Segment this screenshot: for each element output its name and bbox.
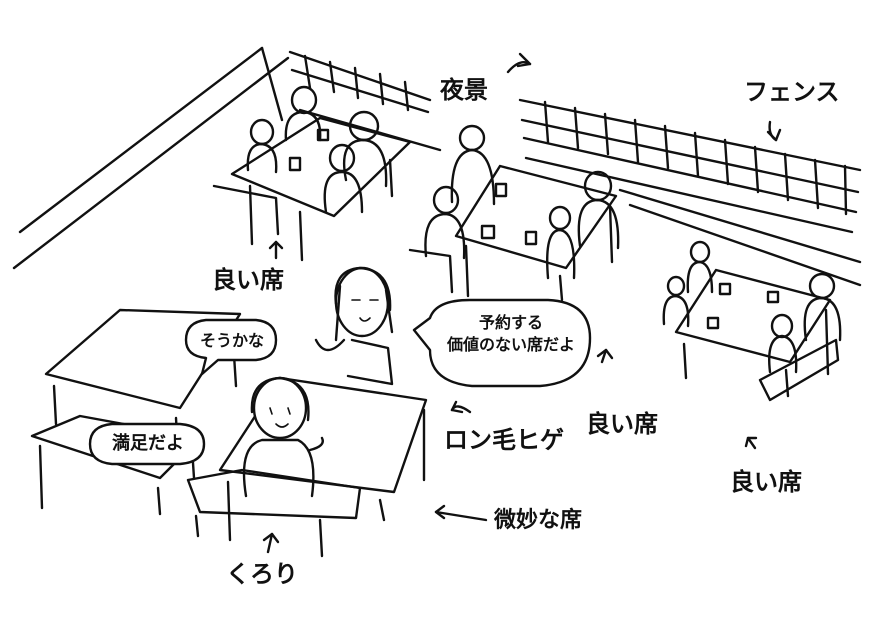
label-good-seat-left: 良い席	[212, 266, 284, 294]
bubble-yoyaku: 予約する 価値のない席だよ	[436, 312, 586, 355]
table-back-left	[212, 85, 412, 262]
label-fence: フェンス	[744, 78, 840, 106]
bubble-sou-kana: そうかな	[199, 331, 264, 350]
label-good-seat-center: 良い席	[586, 410, 658, 438]
label-kurori: くろり	[226, 560, 298, 588]
person-kurori	[242, 376, 324, 498]
label-good-seat-right: 良い席	[730, 468, 802, 496]
left-railing	[12, 46, 290, 270]
table-right	[662, 240, 842, 402]
label-night-view: 夜景	[440, 76, 488, 104]
table-center-back	[408, 124, 620, 302]
bubble-manzoku: 満足だよ	[112, 433, 184, 454]
back-wall	[288, 50, 442, 152]
bubble-yoyaku-line1: 予約する	[478, 313, 543, 332]
man-long-hair-beard	[314, 266, 394, 386]
pointer-arrows	[262, 52, 782, 554]
label-subtle-seat: 微妙な席	[494, 508, 583, 533]
fence-grid	[518, 98, 862, 287]
speech-bubbles	[88, 298, 592, 466]
label-long-hair-beard: ロン毛ヒゲ	[444, 426, 564, 454]
bubble-yoyaku-line2: 価値のない席だよ	[446, 334, 575, 354]
